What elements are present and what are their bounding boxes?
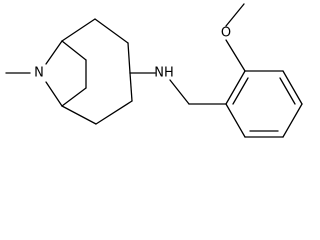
bond-ar6-ar1 xyxy=(225,70,246,105)
bond-lines xyxy=(5,3,303,138)
label-methoxy-oxygen: O xyxy=(221,26,231,41)
label-bridge-nitrogen: N xyxy=(34,66,44,81)
bond-c4-c5a xyxy=(129,72,133,102)
bond-c1-c2 xyxy=(61,18,96,42)
bond-c5a-c5 xyxy=(95,100,133,125)
bond-c1-c6 xyxy=(61,40,87,61)
bond-ar4-ar5 xyxy=(282,70,303,105)
bond-o-methyl xyxy=(225,3,245,27)
bond-n-c5 xyxy=(45,81,63,107)
bond-ar-inner-2 xyxy=(279,77,296,105)
bond-c2-c3 xyxy=(94,18,129,44)
bond-nh-ch2 xyxy=(169,79,190,105)
bond-c7-c5 xyxy=(61,87,87,107)
molecule-structure: N NH O xyxy=(5,3,303,138)
atom-labels: N NH O xyxy=(34,26,231,81)
label-amine-nh: NH xyxy=(154,66,174,81)
bond-c5b-c5 xyxy=(61,105,97,125)
bond-ar-o xyxy=(225,39,246,72)
bond-ar-inner-3 xyxy=(232,77,249,105)
bond-c3-c4 xyxy=(127,42,131,74)
bond-n-c1 xyxy=(45,40,63,65)
bond-ar1-ar2 xyxy=(225,103,246,138)
bond-ar3-ar4 xyxy=(282,103,303,138)
